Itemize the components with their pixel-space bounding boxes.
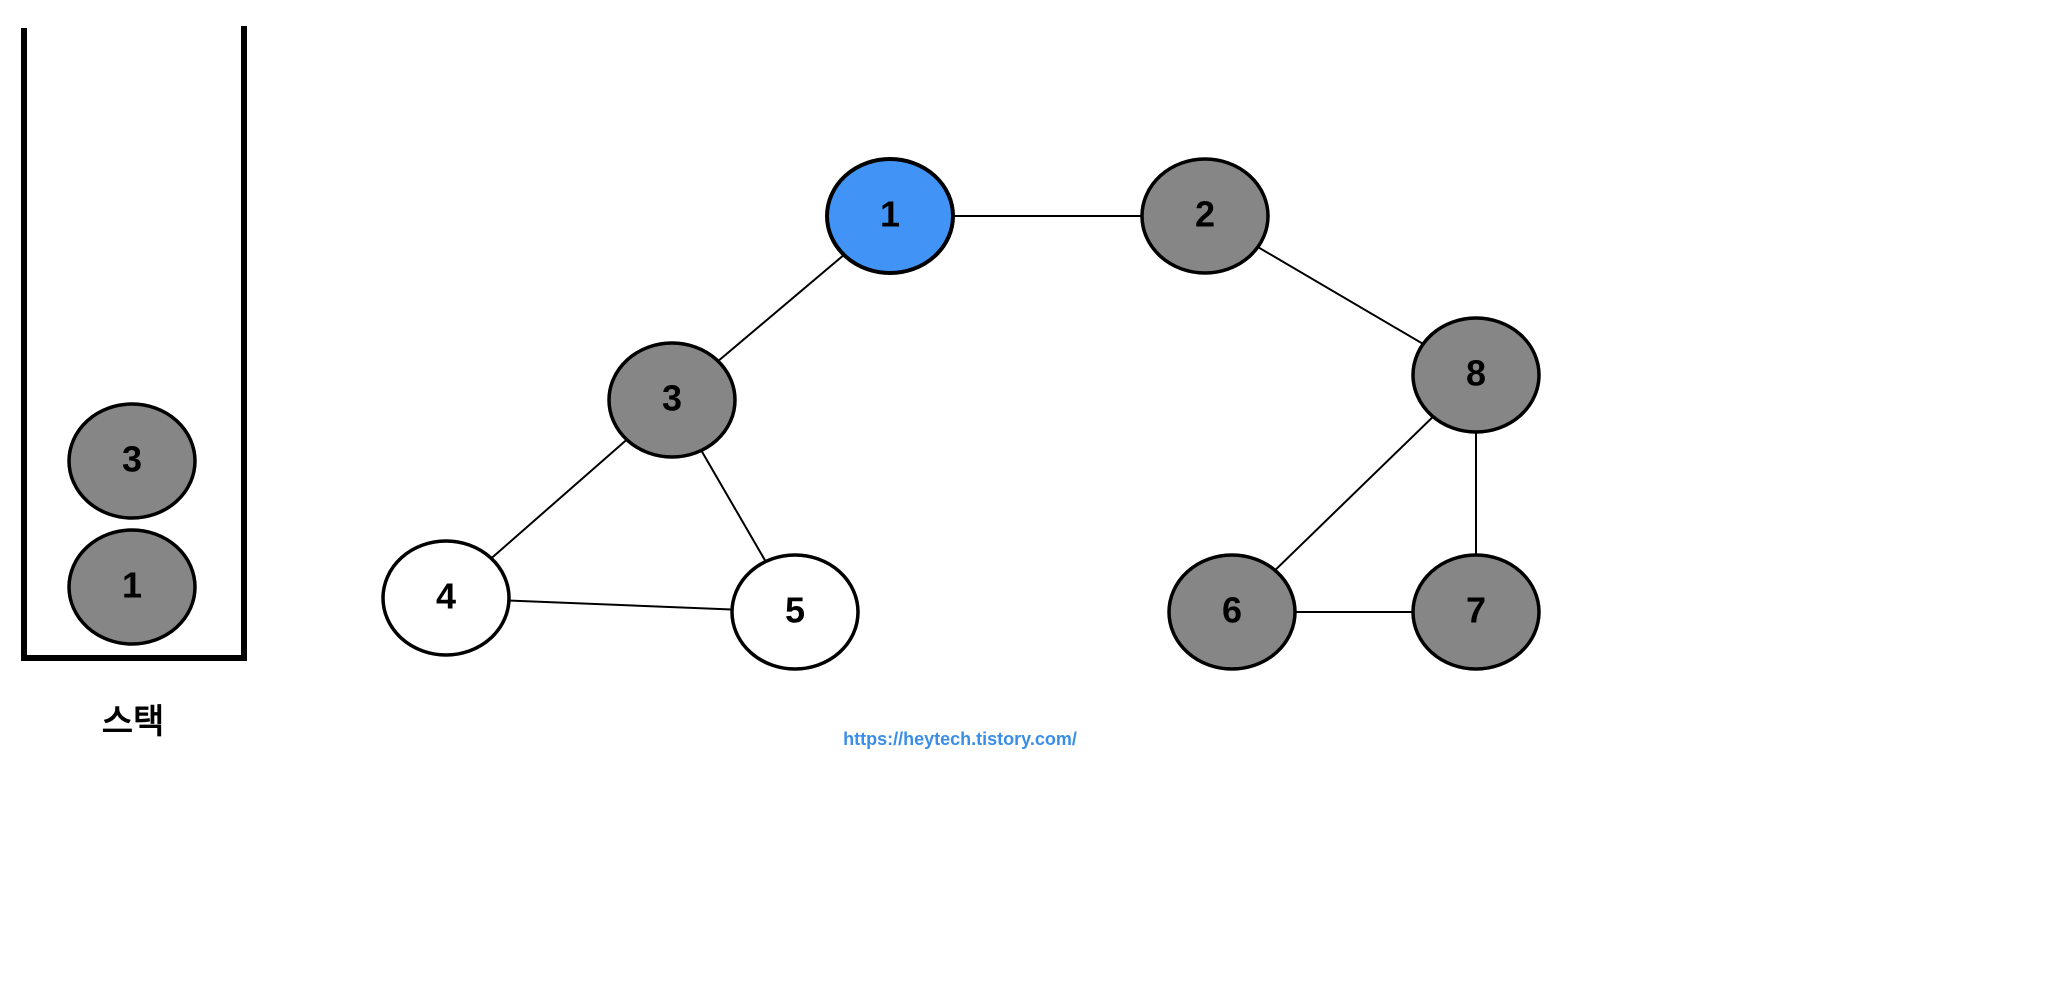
stack-item-label: 1 [122, 565, 142, 606]
stack-item-circle [67, 528, 197, 646]
graph-node-label: 8 [1466, 353, 1486, 394]
graph-node-circle [1411, 553, 1541, 671]
stack-item-label: 3 [122, 439, 142, 480]
graph-node-label: 5 [785, 590, 805, 631]
graph-node-circle [1140, 157, 1270, 275]
graph-node-7: 7 [1411, 553, 1541, 671]
graph-edges [445, 215, 1477, 613]
graph-node-label: 1 [880, 194, 900, 235]
graph-node-8: 8 [1411, 316, 1541, 434]
graph-node-label: 6 [1222, 590, 1242, 631]
graph-node-circle [1167, 553, 1297, 671]
stack-container [21, 26, 247, 661]
stack-item-circle [67, 402, 197, 520]
stack-items: 31 [67, 402, 197, 646]
graph-node-circle [1411, 316, 1541, 434]
stack-label: 스택 [101, 702, 165, 742]
graph-node-5: 5 [730, 553, 860, 671]
graph-node-circle [730, 553, 860, 671]
stack-item: 1 [67, 528, 197, 646]
graph-node-circle [381, 539, 511, 657]
graph-node-3: 3 [607, 341, 737, 459]
graph-node-6: 6 [1167, 553, 1297, 671]
graph-node-1: 1 [825, 157, 955, 275]
graph-node-label: 4 [436, 576, 456, 617]
graph-node-2: 2 [1140, 157, 1270, 275]
graph-node-circle [825, 157, 955, 275]
graph-node-label: 3 [662, 378, 682, 419]
source-link[interactable]: https://heytech.tistory.com/ [843, 729, 1077, 749]
graph-nodes: 1 2 3 4 5 6 7 8 [381, 157, 1541, 671]
graph-node-4: 4 [381, 539, 511, 657]
stack-item: 3 [67, 402, 197, 520]
graph-node-circle [607, 341, 737, 459]
graph-node-label: 2 [1195, 194, 1215, 235]
graph-node-label: 7 [1466, 590, 1486, 631]
